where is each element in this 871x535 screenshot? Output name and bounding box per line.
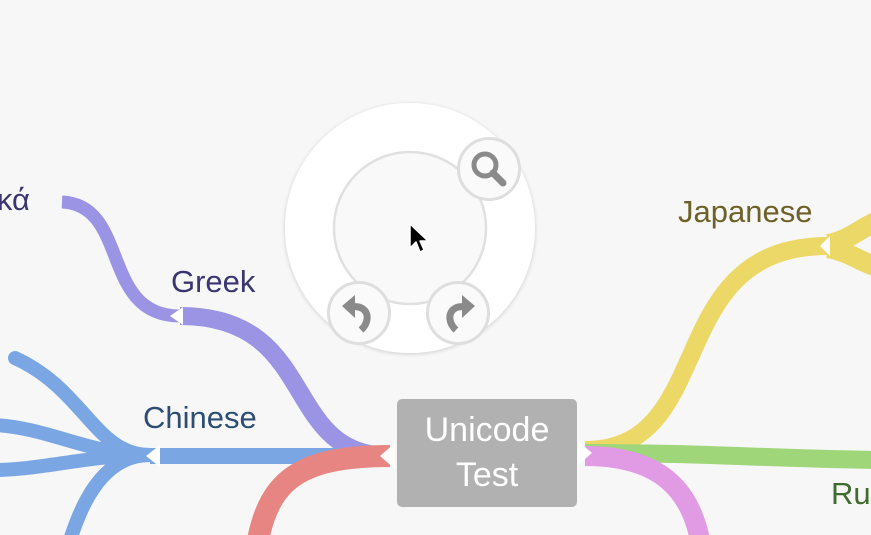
japanese-branch[interactable] [584, 213, 871, 459]
pink-branch[interactable] [584, 446, 710, 535]
redo-arrow-icon [446, 295, 475, 333]
greek-native-node[interactable]: ικά [0, 182, 30, 217]
chinese-node[interactable]: Chinese [143, 400, 257, 435]
red-branch[interactable] [247, 445, 391, 535]
arrow-pointer-icon [409, 223, 429, 253]
greek-node[interactable]: Greek [171, 264, 256, 299]
chinese-sub-branches[interactable] [0, 351, 157, 535]
branch-connectors [146, 236, 830, 469]
magnifier-icon [471, 151, 507, 187]
root-node[interactable]: Unicode Test [397, 399, 577, 507]
zoom-button[interactable] [457, 137, 521, 201]
redo-button[interactable] [426, 281, 490, 345]
russian-node[interactable]: Ru [831, 476, 871, 511]
undo-arrow-icon [342, 295, 371, 333]
undo-button[interactable] [327, 281, 391, 345]
root-node-label: Unicode Test [424, 411, 550, 494]
japanese-node[interactable]: Japanese [678, 194, 813, 229]
